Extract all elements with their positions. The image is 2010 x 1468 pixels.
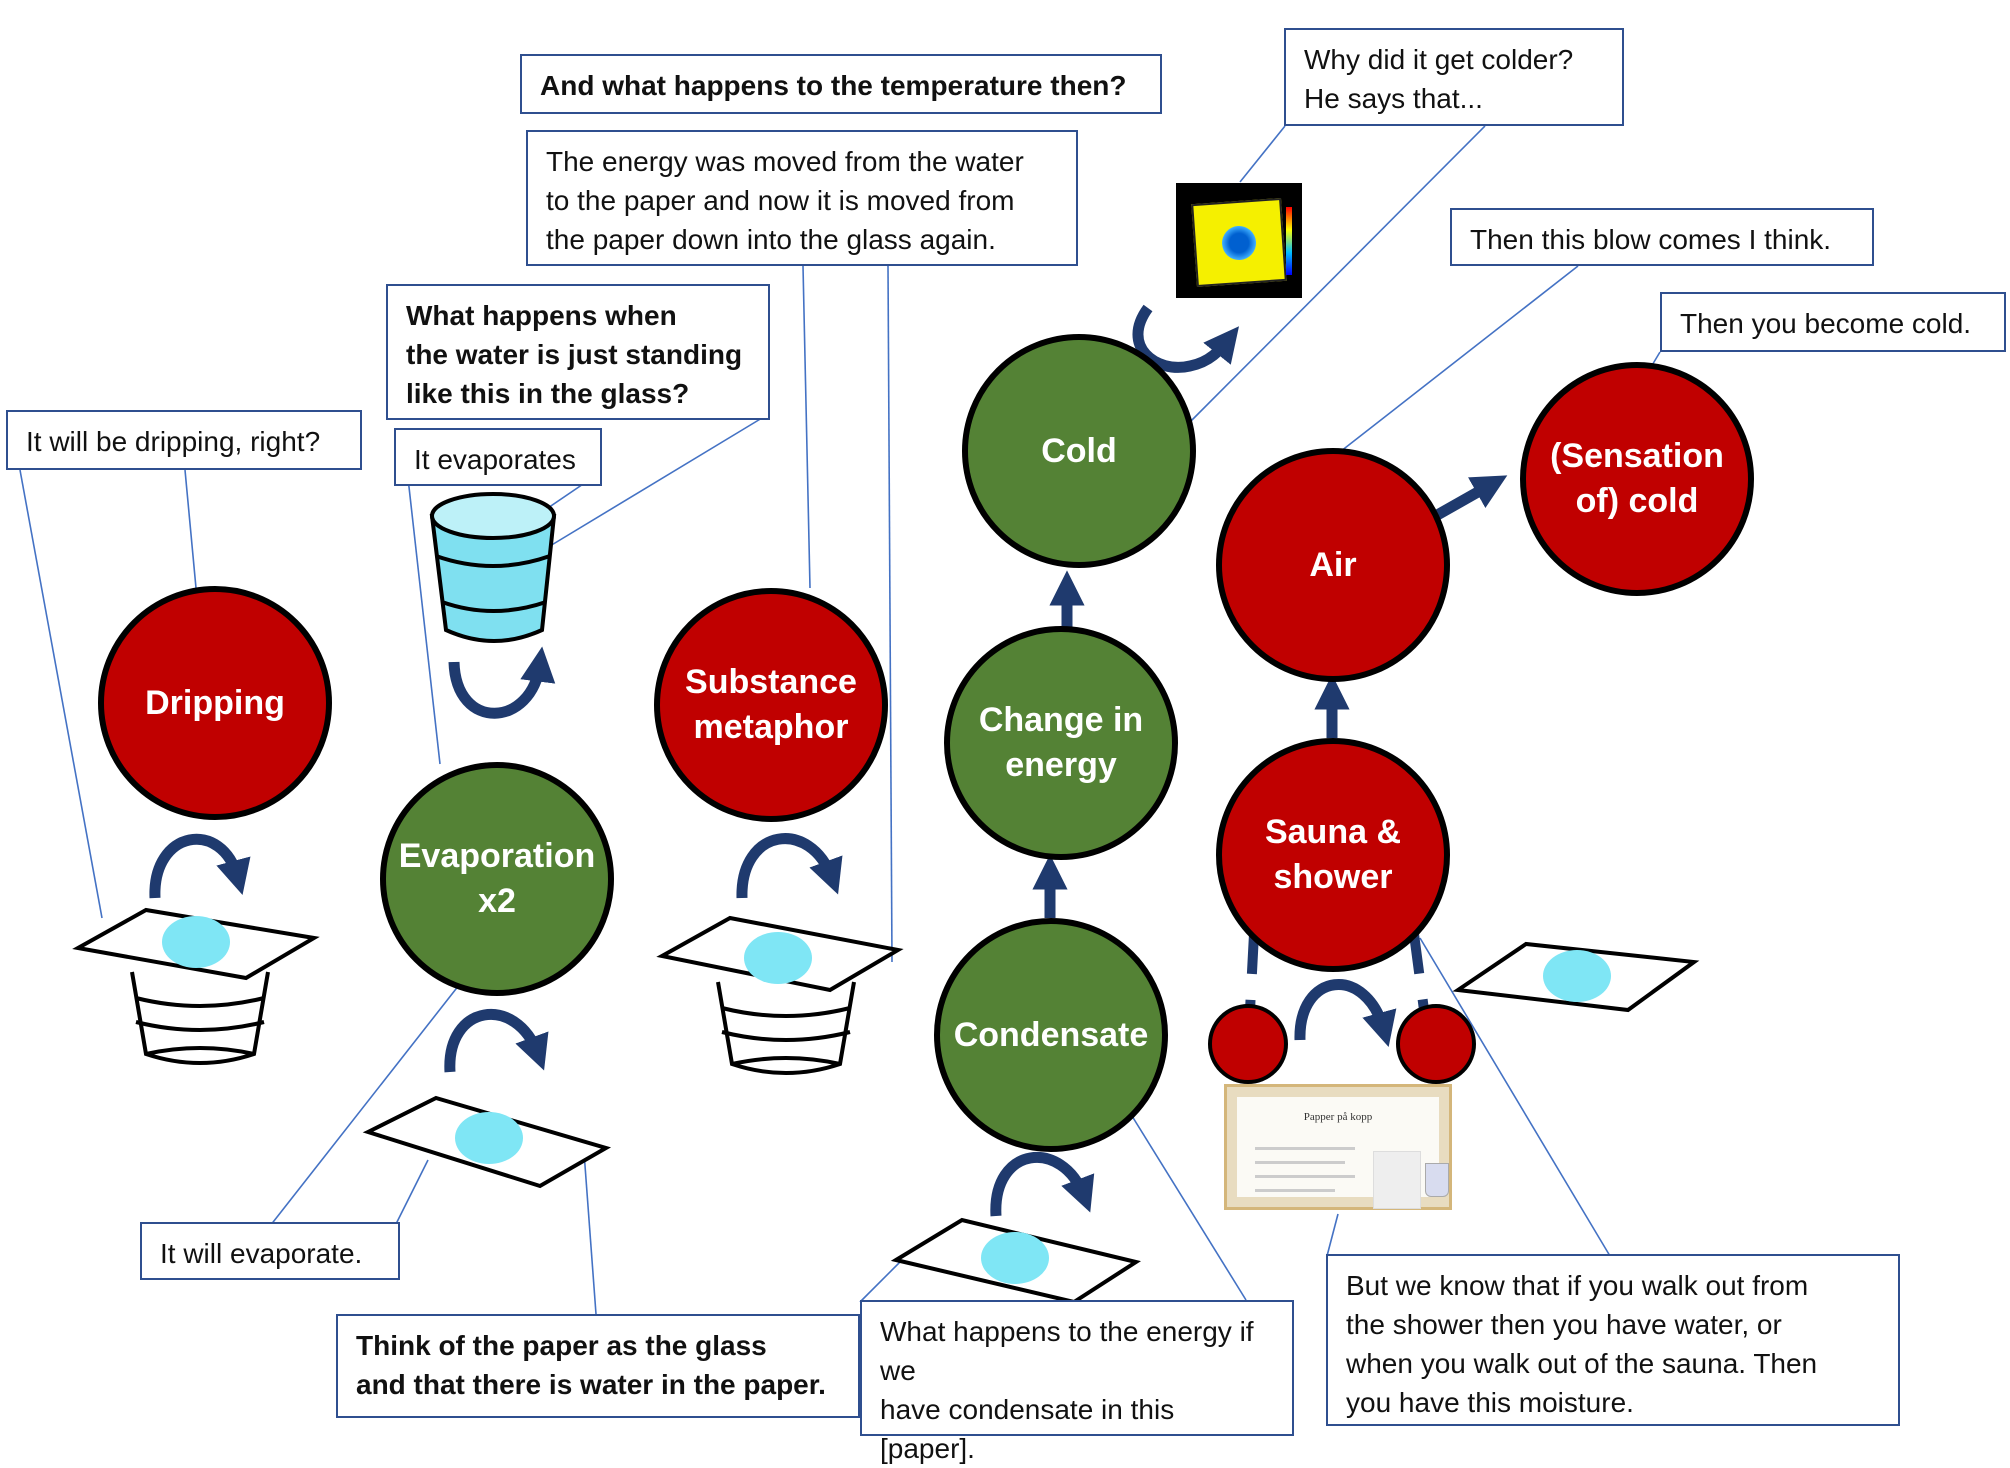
node-change-in-energy: Change in energy — [944, 626, 1178, 860]
connector-lines — [19, 125, 1661, 1315]
small-circle-left — [1208, 1004, 1288, 1084]
callout-energy-condensate: What happens to the energy if we have co… — [860, 1300, 1294, 1464]
callout-become-cold: Then you become cold. — [1660, 292, 2006, 352]
small-circle-right — [1396, 1004, 1476, 1084]
dashed-connectors — [1245, 933, 1429, 1011]
glass-icons — [130, 971, 856, 1075]
flow-arrows — [1032, 475, 1508, 918]
node-sauna-shower: Sauna & shower — [1216, 738, 1450, 972]
callout-why-colder: Why did it get colder? He says that... — [1284, 28, 1624, 126]
callout-it-evaporates: It evaporates — [394, 428, 602, 486]
callout-blow-comes: Then this blow comes I think. — [1450, 208, 1874, 266]
node-air: Air — [1216, 448, 1450, 682]
node-substance-metaphor: Substance metaphor — [654, 588, 888, 822]
water-glass-icon — [429, 492, 557, 643]
node-cold: Cold — [962, 334, 1196, 568]
curved-arrows — [149, 304, 1397, 1217]
callout-dripping-right: It will be dripping, right? — [6, 410, 362, 470]
callout-it-will-evaporate: It will evaporate. — [140, 1222, 400, 1280]
node-evaporation: Evaporation x2 — [380, 762, 614, 996]
water-drops — [162, 916, 1611, 1284]
slide-title: Papper på kopp — [1303, 1111, 1373, 1123]
thermal-image — [1176, 183, 1302, 298]
callout-energy-moved: The energy was moved from the water to t… — [526, 130, 1078, 266]
callout-think-of-paper: Think of the paper as the glass and that… — [336, 1314, 860, 1418]
slide-thumbnail: Papper på kopp — [1224, 1084, 1452, 1210]
node-dripping: Dripping — [98, 586, 332, 820]
node-sensation-cold: (Sensation of) cold — [1520, 362, 1754, 596]
callout-temperature-then: And what happens to the temperature then… — [520, 54, 1162, 114]
callout-what-happens-water: What happens when the water is just stan… — [386, 284, 770, 420]
node-condensate: Condensate — [934, 918, 1168, 1152]
callout-we-know-shower: But we know that if you walk out from th… — [1326, 1254, 1900, 1426]
